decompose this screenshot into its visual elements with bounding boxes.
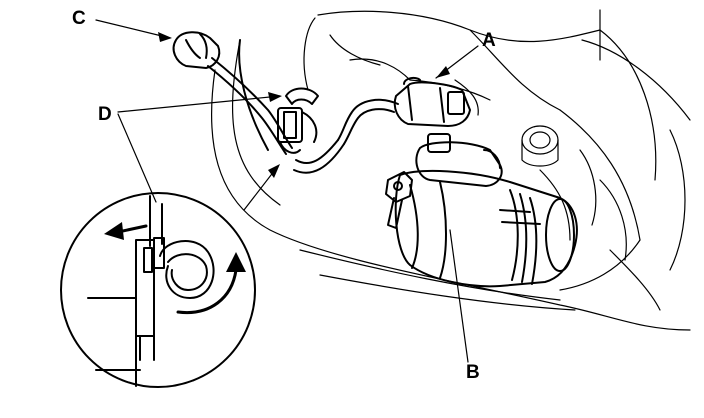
leader-arrowheads xyxy=(158,32,450,178)
release-arrow-icon xyxy=(104,222,148,240)
callout-d: D xyxy=(98,104,112,125)
leader-lines xyxy=(95,19,479,363)
starter-motor-icon xyxy=(394,133,578,288)
mounting-bolt-icon xyxy=(385,171,413,229)
rotate-arrow-icon xyxy=(176,252,246,315)
callout-a: A xyxy=(482,30,496,51)
detail-view xyxy=(60,192,256,388)
engine-block-outline xyxy=(210,9,691,331)
callout-b: B xyxy=(466,362,480,383)
harness-clip-icon xyxy=(277,87,319,154)
callout-c: C xyxy=(72,8,86,29)
terminal-cap-icon xyxy=(172,31,221,69)
connector-icon xyxy=(393,76,471,127)
